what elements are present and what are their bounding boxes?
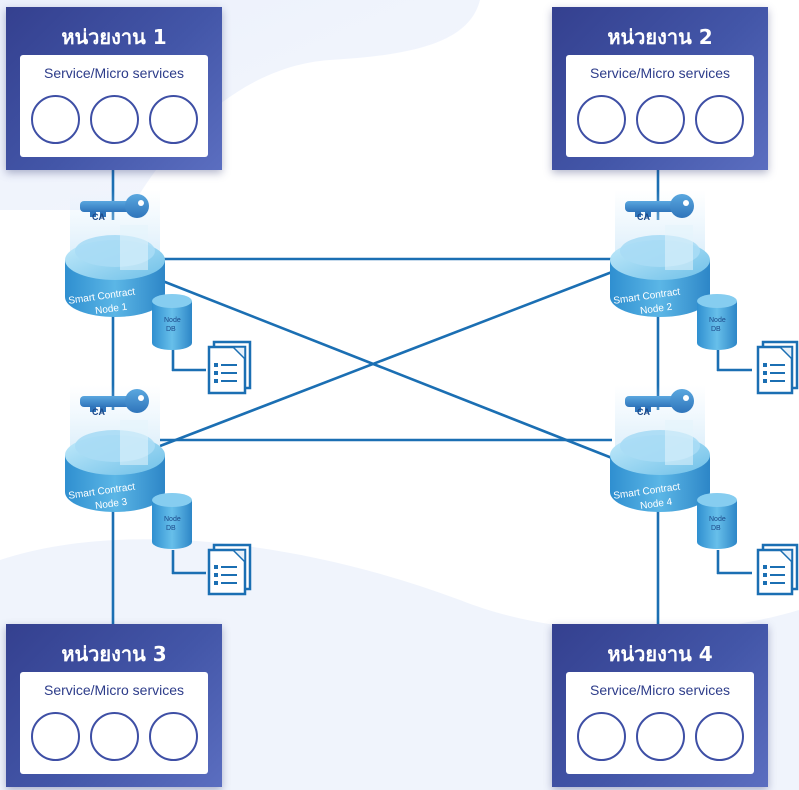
organization-title: หน่วยงาน 3 [61, 642, 167, 666]
services-label: Service/Micro services [43, 682, 185, 698]
node-label: Node 3 [94, 497, 128, 512]
organization-1: หน่วยงาน 1 Service/Micro services [6, 7, 222, 170]
services-panel: Service/Micro services [566, 55, 754, 157]
database-icon[interactable] [152, 493, 192, 549]
blockchain-node-4[interactable]: CA Smart Contract Node 4 Node DB [605, 380, 799, 600]
service-circle[interactable] [577, 95, 626, 144]
service-circle[interactable] [31, 95, 80, 144]
db-label-line-1: Node [709, 317, 726, 324]
db-label-line-2: DB [166, 525, 176, 532]
db-label-line-1: Node [709, 516, 726, 523]
service-circle[interactable] [636, 712, 685, 761]
document-icon[interactable] [756, 340, 799, 395]
node-label: Node 1 [94, 302, 128, 317]
db-label-line-1: Node [164, 516, 181, 523]
service-list [28, 95, 200, 147]
node-label: Node 2 [639, 302, 673, 317]
document-icon[interactable] [207, 543, 252, 596]
database-icon[interactable] [697, 294, 737, 350]
blockchain-node-3[interactable]: CA Smart Contract Node 3 Node DB [60, 380, 252, 600]
ca-label: CA [92, 212, 105, 222]
services-panel: Service/Micro services [566, 672, 754, 774]
document-icon[interactable] [207, 340, 252, 395]
service-list [28, 712, 200, 764]
blockchain-node-2[interactable]: CA Smart Contract Node 2 Node DB [605, 185, 799, 405]
server-node-icon [65, 420, 165, 512]
organization-2: หน่วยงาน 2 Service/Micro services [552, 7, 768, 170]
service-circle[interactable] [90, 95, 139, 144]
key-icon [80, 389, 149, 413]
organization-title: หน่วยงาน 1 [61, 25, 167, 49]
db-label-line-2: DB [711, 326, 721, 333]
node-label: Node 4 [639, 497, 673, 512]
link-node3-node2 [159, 270, 613, 448]
key-icon [80, 194, 149, 218]
service-circle[interactable] [577, 712, 626, 761]
ca-label: CA [637, 212, 650, 222]
organization-title: หน่วยงาน 4 [607, 642, 713, 666]
services-panel: Service/Micro services [20, 672, 208, 774]
key-icon [625, 389, 694, 413]
organization-title: หน่วยงาน 2 [607, 25, 713, 49]
service-list [574, 95, 746, 147]
service-circle[interactable] [695, 712, 744, 761]
server-node-icon [610, 225, 710, 317]
key-icon [625, 194, 694, 218]
organization-3: หน่วยงาน 3 Service/Micro services [6, 624, 222, 787]
services-label: Service/Micro services [589, 65, 731, 81]
server-node-icon [65, 225, 165, 317]
organization-4: หน่วยงาน 4 Service/Micro services [552, 624, 768, 787]
link-node1-node4 [159, 278, 613, 460]
ca-label: CA [92, 407, 105, 417]
services-label: Service/Micro services [589, 682, 731, 698]
db-label-line-2: DB [711, 525, 721, 532]
service-circle[interactable] [149, 95, 198, 144]
services-panel: Service/Micro services [20, 55, 208, 157]
document-icon[interactable] [756, 543, 799, 596]
ca-label: CA [637, 407, 650, 417]
service-circle[interactable] [149, 712, 198, 761]
blockchain-node-1[interactable]: CA Smart Contract Node 1 Node DB [60, 185, 252, 405]
database-icon[interactable] [697, 493, 737, 549]
services-label: Service/Micro services [43, 65, 185, 81]
service-circle[interactable] [31, 712, 80, 761]
db-label-line-2: DB [166, 326, 176, 333]
service-circle[interactable] [90, 712, 139, 761]
database-icon[interactable] [152, 294, 192, 350]
server-node-icon [610, 420, 710, 512]
service-circle[interactable] [636, 95, 685, 144]
db-label-line-1: Node [164, 317, 181, 324]
service-list [574, 712, 746, 764]
service-circle[interactable] [695, 95, 744, 144]
